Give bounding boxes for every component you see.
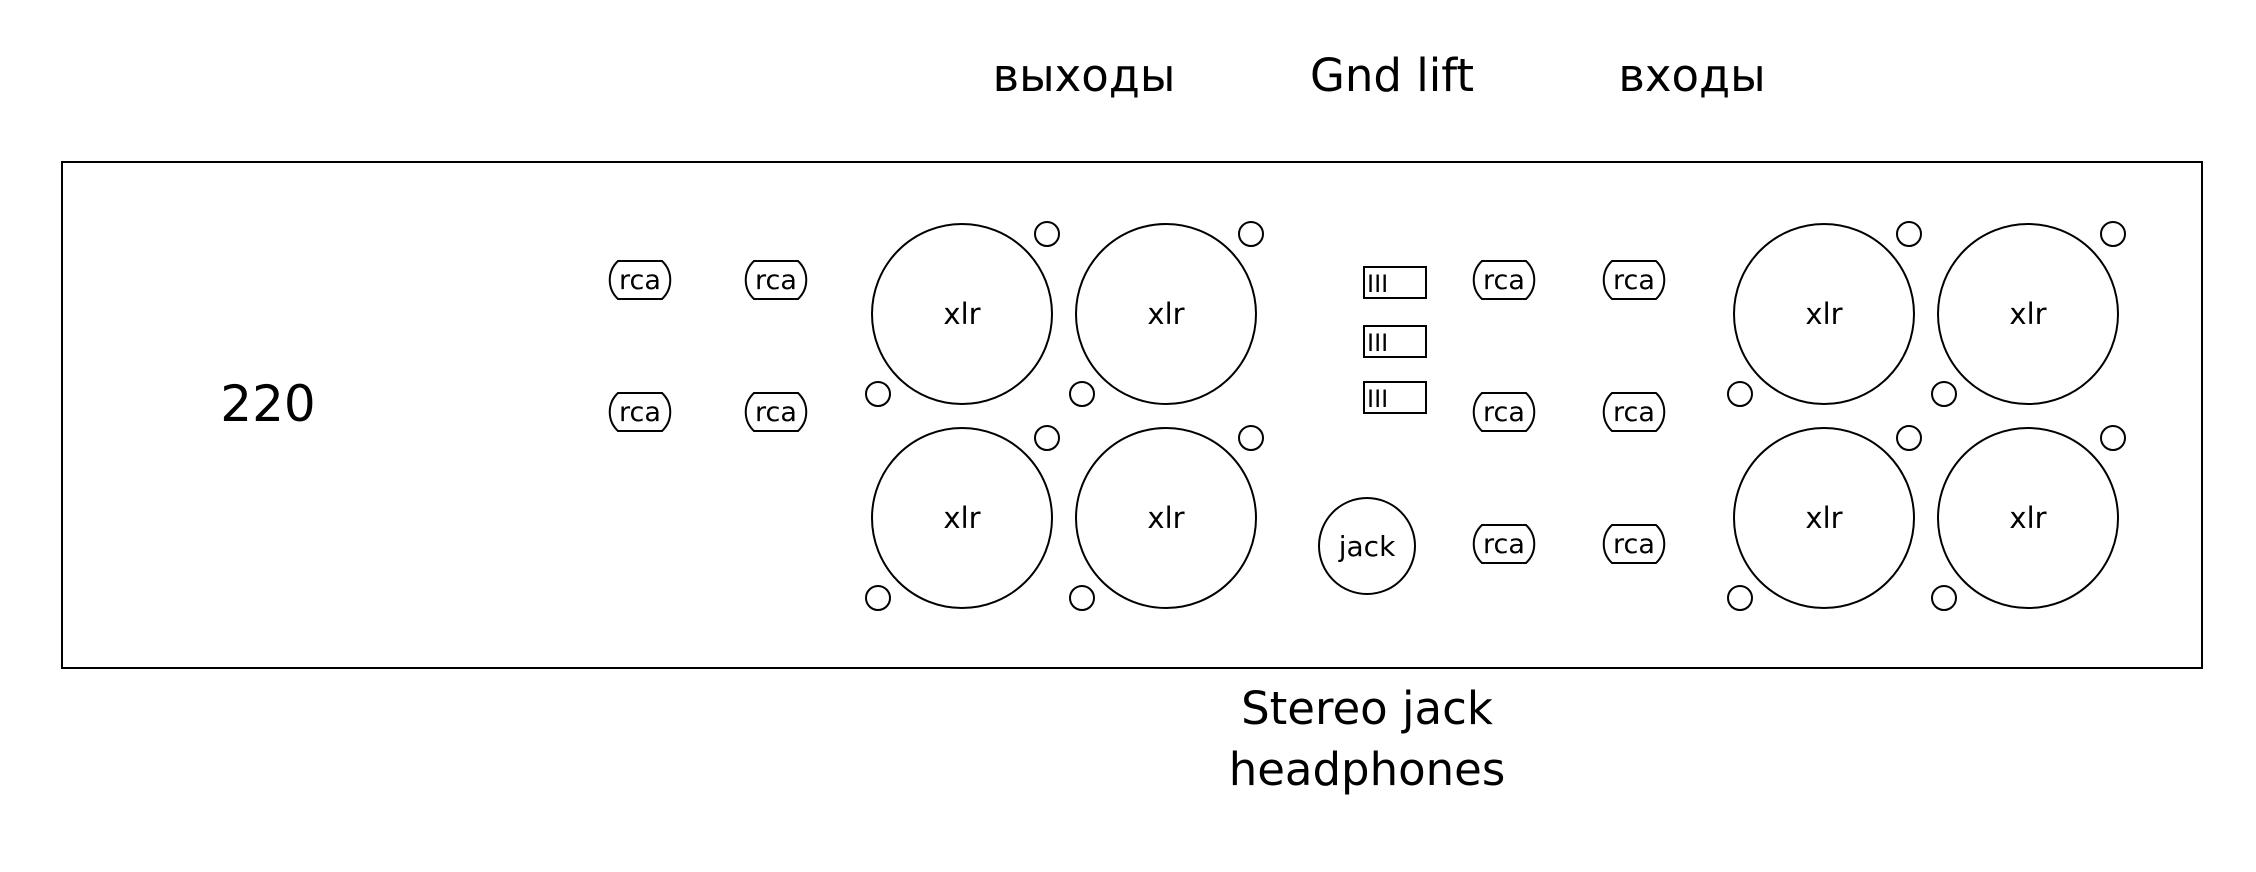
- xlr-input-group: xlr xlr xlr xlr: [1727, 221, 2126, 611]
- mount-hole: [1238, 425, 1264, 451]
- rca-label: rca: [1483, 397, 1525, 428]
- xlr-label: xlr: [2009, 501, 2046, 535]
- mount-hole: [1896, 425, 1922, 451]
- switch-label: III: [1367, 385, 1388, 413]
- rca-connector[interactable]: rca: [608, 260, 672, 300]
- headphone-jack[interactable]: jack: [1318, 497, 1416, 595]
- rca-connector[interactable]: rca: [1472, 524, 1536, 564]
- rca-label: rca: [1483, 529, 1525, 560]
- xlr-label: xlr: [943, 501, 980, 535]
- rca-connector[interactable]: rca: [744, 392, 808, 432]
- mount-hole: [1069, 381, 1095, 407]
- xlr-output-group: xlr xlr xlr xlr: [865, 221, 1264, 611]
- rca-connector[interactable]: rca: [1602, 524, 1666, 564]
- rca-connector[interactable]: rca: [1602, 260, 1666, 300]
- switch-label: III: [1367, 270, 1388, 298]
- xlr-connector[interactable]: xlr: [865, 425, 1060, 611]
- mount-hole: [1034, 221, 1060, 247]
- jack-label: jack: [1338, 530, 1396, 563]
- mount-hole: [1931, 585, 1957, 611]
- gnd-lift-label: Gnd lift: [1310, 49, 1474, 102]
- mount-hole: [865, 381, 891, 407]
- rca-label: rca: [755, 397, 797, 428]
- rca-label: rca: [1613, 265, 1655, 296]
- mount-hole: [2100, 221, 2126, 247]
- mount-hole: [2100, 425, 2126, 451]
- rca-connector[interactable]: rca: [744, 260, 808, 300]
- inputs-label: входы: [1618, 49, 1765, 102]
- gnd-lift-switch[interactable]: III: [1363, 381, 1427, 414]
- rca-connector[interactable]: rca: [1472, 260, 1536, 300]
- xlr-label: xlr: [943, 297, 980, 331]
- rca-label: rca: [1613, 397, 1655, 428]
- gnd-lift-switch[interactable]: III: [1363, 325, 1427, 358]
- rca-connector[interactable]: rca: [1602, 392, 1666, 432]
- xlr-connector[interactable]: xlr: [1727, 425, 1922, 611]
- mount-hole: [1931, 381, 1957, 407]
- xlr-connector[interactable]: xlr: [865, 221, 1060, 407]
- mount-hole: [1896, 221, 1922, 247]
- xlr-connector[interactable]: xlr: [1931, 221, 2126, 407]
- panel-outline: [61, 161, 2203, 669]
- xlr-connector[interactable]: xlr: [1069, 221, 1264, 407]
- mount-hole: [1034, 425, 1060, 451]
- xlr-label: xlr: [1147, 297, 1184, 331]
- xlr-connector[interactable]: xlr: [1727, 221, 1922, 407]
- headphones-label-line1: Stereo jack: [1241, 682, 1493, 735]
- rca-label: rca: [619, 265, 661, 296]
- gnd-lift-switch-group: III III III: [1363, 266, 1427, 414]
- mount-hole: [865, 585, 891, 611]
- rca-label: rca: [1613, 529, 1655, 560]
- rca-input-group: rca rca rca rca rca rca: [1472, 260, 1666, 564]
- mount-hole: [1727, 585, 1753, 611]
- xlr-label: xlr: [1805, 501, 1842, 535]
- outputs-label: выходы: [993, 49, 1176, 102]
- mount-hole: [1238, 221, 1264, 247]
- power-label: 220: [220, 375, 315, 433]
- mount-hole: [1727, 381, 1753, 407]
- rca-output-group: rca rca rca rca: [608, 260, 808, 432]
- xlr-connector[interactable]: xlr: [1069, 425, 1264, 611]
- switch-label: III: [1367, 329, 1388, 357]
- mount-hole: [1069, 585, 1095, 611]
- rca-connector[interactable]: rca: [1472, 392, 1536, 432]
- xlr-connector[interactable]: xlr: [1931, 425, 2126, 611]
- headphones-label-line2: headphones: [1229, 743, 1506, 796]
- xlr-label: xlr: [1147, 501, 1184, 535]
- rca-label: rca: [619, 397, 661, 428]
- rca-connector[interactable]: rca: [608, 392, 672, 432]
- xlr-label: xlr: [1805, 297, 1842, 331]
- rca-label: rca: [1483, 265, 1525, 296]
- rca-label: rca: [755, 265, 797, 296]
- xlr-label: xlr: [2009, 297, 2046, 331]
- gnd-lift-switch[interactable]: III: [1363, 266, 1427, 299]
